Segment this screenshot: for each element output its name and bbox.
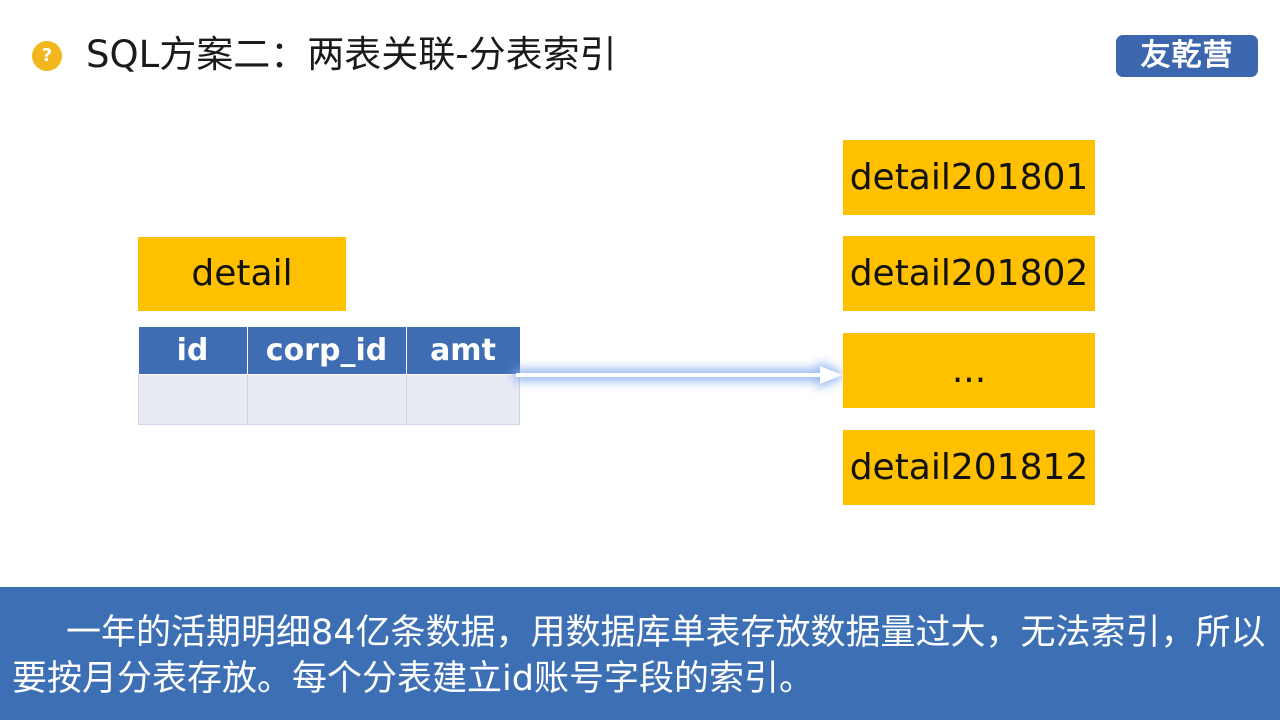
table-row (138, 374, 520, 425)
table-cell (138, 374, 248, 425)
footer-text: 一年的活期明细84亿条数据，用数据库单表存放数据量过大，无法索引，所以要按月分表… (12, 613, 1266, 699)
table-cell (405, 374, 520, 425)
column-header-corp-id: corp_id (247, 327, 407, 375)
table-cell (246, 374, 407, 425)
brand-logo: 友乾营 (1116, 35, 1258, 77)
column-header-id: id (138, 327, 248, 375)
question-icon: ? (32, 41, 62, 71)
partition-table-1: detail201801 (843, 140, 1095, 215)
partition-table-2: detail201802 (843, 236, 1095, 311)
arrow-body (516, 366, 842, 384)
partition-table-ellipsis: ... (843, 333, 1095, 408)
source-table-label: detail (138, 237, 346, 311)
split-arrow (514, 361, 846, 389)
table-header-row: id corp_id amt (138, 327, 520, 375)
source-table: id corp_id amt (138, 327, 520, 425)
page-title: SQL方案二：两表关联-分表索引 (86, 33, 617, 76)
partition-table-12: detail201812 (843, 430, 1095, 505)
footer-banner (0, 587, 1280, 720)
column-header-amt: amt (406, 327, 520, 375)
